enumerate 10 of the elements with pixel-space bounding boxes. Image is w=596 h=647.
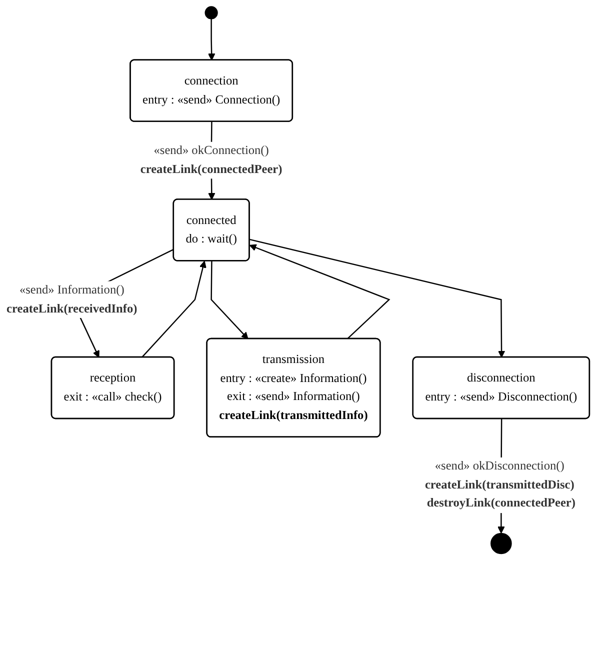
arrow xyxy=(249,244,390,340)
arrow xyxy=(249,238,506,358)
arrow xyxy=(208,18,216,61)
arrow xyxy=(141,260,206,358)
node-circle xyxy=(204,6,218,20)
arrow xyxy=(210,261,248,340)
edge-label: «send» Information() createLink(receivedInfo) xyxy=(6,284,138,316)
edge-label: «send» okConnection() createLink(connectedPeer) xyxy=(140,144,282,176)
node-circle xyxy=(490,532,512,554)
edge-label: «send» okDisconnection() createLink(transmittedDisc) destroyLink(connectedPeer) xyxy=(424,460,576,510)
